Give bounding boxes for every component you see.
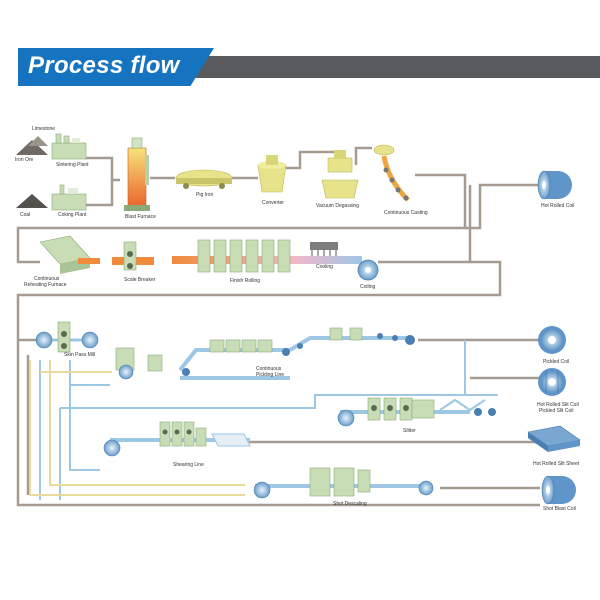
label-converter: Converter: [262, 200, 284, 206]
finish-rolling-stands-icon: [197, 239, 291, 273]
cooling-spray-icon: [310, 242, 338, 256]
pickling-rollers-icon: [182, 333, 415, 376]
label-slit-coil-2: Pickled Slit Coil: [539, 408, 573, 414]
label-iron-ore: Iron Ore: [15, 157, 34, 163]
blast-furnace-icon: [124, 137, 150, 211]
iron-ore-pile-icon: [16, 136, 48, 155]
label-coking-plant: Coking Plant: [58, 212, 87, 218]
label-scale-breaker: Scale Breaker: [124, 277, 156, 283]
coal-pile-icon: [16, 194, 48, 208]
label-coiling: Coiling: [360, 284, 376, 290]
scale-breaker-icon: [112, 241, 154, 271]
label-pickling-line-2: Pickling Line: [256, 372, 284, 378]
vacuum-degassing-icon: [321, 150, 359, 199]
label-shearing-line: Shearing Line: [173, 462, 204, 468]
label-blast-furnace: Blast Furnace: [125, 214, 156, 220]
label-reheating-furnace-1: Continuous: [34, 276, 60, 282]
yellow-flow-lines: [29, 360, 245, 496]
pickling-tanks-icon: [209, 327, 363, 353]
label-skin-pass-mill: Skin Pass Mill: [64, 352, 95, 358]
pickling-line-entry-icon: [115, 347, 163, 380]
coking-plant-icon: [51, 184, 87, 211]
label-slit-sheet: Hot Rolled Slit Sheet: [533, 461, 580, 467]
slitter-icon: [337, 397, 496, 427]
label-sintering-plant: Sintering Plant: [56, 162, 89, 168]
page-title: Process flow: [28, 52, 180, 79]
label-hot-rolled-coil: Hot Rolled Coil: [541, 203, 574, 209]
label-slit-coil-1: Hot Rolled Slit Coil: [537, 402, 579, 408]
diagram-labels: Limestone Iron Ore Sintering Plant Coal …: [15, 126, 580, 512]
label-vacuum-degassing: Vacuum Degassing: [316, 203, 359, 209]
skin-pass-mill-icon: [35, 321, 99, 353]
sintering-plant-icon: [51, 133, 87, 160]
label-pig-iron: Pig Iron: [196, 192, 213, 198]
blue-flow-lines: [39, 340, 498, 500]
label-limestone: Limestone: [32, 126, 55, 132]
label-continuous-casting: Continuous Casting: [384, 210, 428, 216]
label-coal: Coal: [20, 212, 30, 218]
shearing-line-icon: [103, 421, 251, 457]
slit-sheet-icon: [527, 425, 581, 452]
shot-descaling-icon: [253, 467, 434, 499]
label-pickling-line-1: Continuous: [256, 366, 282, 372]
cooling-strip: [292, 256, 362, 264]
label-shot-descaling: Shot Descaling: [333, 501, 367, 507]
label-shot-blast-coil: Shot Blast Coil: [543, 506, 576, 512]
continuous-casting-icon: [373, 144, 410, 202]
label-cooling: Cooling: [316, 264, 333, 270]
slit-coil-icon: [538, 368, 566, 396]
pig-iron-car-icon: [175, 169, 233, 189]
label-finish-rolling: Finish Rolling: [230, 278, 260, 284]
label-slitter: Slitter: [403, 428, 416, 434]
label-pickled-coil: Pickled Coil: [543, 359, 569, 365]
shot-blast-coil-icon: [541, 475, 576, 505]
reheating-furnace-icon: [39, 235, 100, 274]
hot-rolled-coil-icon: [537, 170, 572, 200]
label-reheating-furnace-2: Reheating Furnace: [24, 282, 67, 288]
pickled-coil-icon: [538, 326, 566, 354]
title-tab: [18, 48, 214, 86]
converter-icon: [257, 155, 287, 193]
coiler-icon: [357, 259, 379, 281]
